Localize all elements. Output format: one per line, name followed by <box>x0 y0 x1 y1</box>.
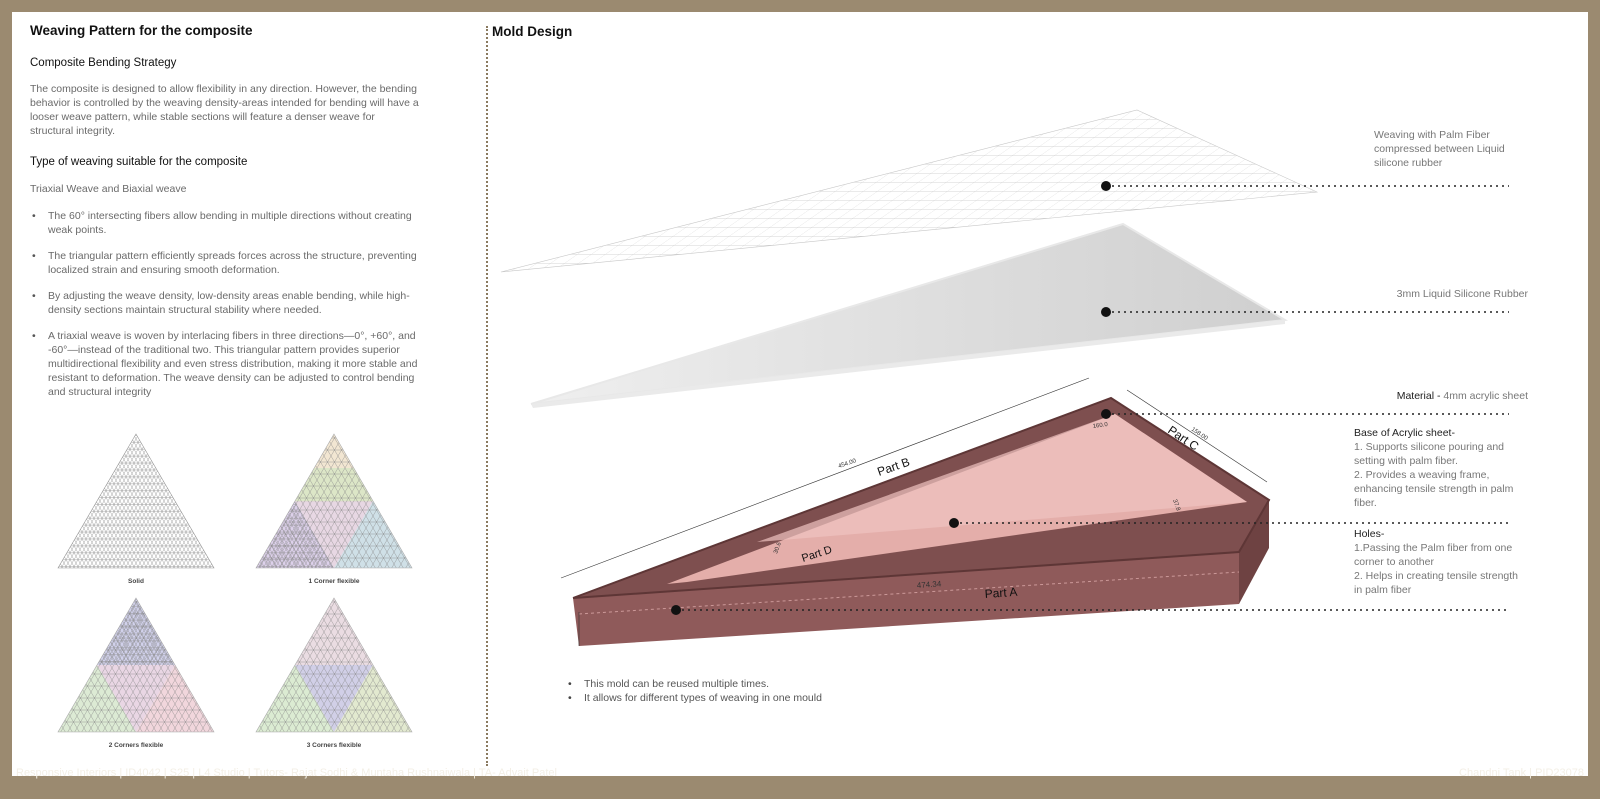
base-item: 1. Supports silicone pouring and setting… <box>1354 441 1505 467</box>
holes-item: 1.Passing the Palm fiber from one corner… <box>1354 542 1513 568</box>
mold-exploded-diagram: Part B Part C Part D Part A 454.00 158.0… <box>500 109 1509 646</box>
footer-author: Chandni Tank | PID23078 <box>1459 767 1584 779</box>
triangle-solid-graphic <box>57 433 215 569</box>
poster-sheet: Weaving Pattern for the composite Compos… <box>12 12 1588 776</box>
base-item: 2. Provides a weaving frame, enhancing t… <box>1354 469 1514 509</box>
dotted-divider <box>486 26 488 766</box>
part-a-label: Part A <box>984 585 1018 601</box>
annotation-material: Material - 4mm acrylic sheet <box>1358 389 1528 403</box>
bullet-list: The 60° intersecting fibers allow bendin… <box>30 209 430 411</box>
pattern-1-corner: 1 Corner flexible <box>254 432 414 585</box>
mold-note: It allows for different types of weaving… <box>564 691 822 705</box>
pattern-3-corners: 3 Corners flexible <box>254 596 414 749</box>
triangle-1-corner-graphic <box>255 433 413 569</box>
mold-design-title: Mold Design <box>492 24 573 39</box>
bullet-item: By adjusting the weave density, low-dens… <box>30 289 430 317</box>
leader-lines <box>671 181 1509 615</box>
pattern-2-corners: 2 Corners flexible <box>56 596 216 749</box>
bullet-item: The 60° intersecting fibers allow bendin… <box>30 209 430 237</box>
type-subtitle: Triaxial Weave and Biaxial weave <box>30 183 187 195</box>
weave-layer <box>500 109 1319 273</box>
material-value: 4mm acrylic sheet <box>1443 390 1528 402</box>
holes-item: 2. Helps in creating tensile strength in… <box>1354 570 1519 596</box>
pattern-caption: 3 Corners flexible <box>306 742 362 749</box>
dim-d3: 160.0 <box>1092 422 1108 430</box>
holes-heading: Holes- <box>1354 528 1385 540</box>
mold-note: This mold can be reused multiple times. <box>564 677 822 691</box>
dim-d1: 30.6 <box>773 541 783 555</box>
dim-b: 454.00 <box>838 458 858 470</box>
dim-a: 474.34 <box>917 579 943 590</box>
pattern-caption: 1 Corner flexible <box>308 578 360 585</box>
mold-notes: This mold can be reused multiple times. … <box>564 677 822 705</box>
annotation-holes: Holes- 1.Passing the Palm fiber from one… <box>1354 527 1529 597</box>
type-heading: Type of weaving suitable for the composi… <box>30 156 248 168</box>
bending-heading: Composite Bending Strategy <box>30 57 177 69</box>
pattern-caption: Solid <box>128 578 144 585</box>
bending-text: The composite is designed to allow flexi… <box>30 83 419 137</box>
pattern-solid: Solid <box>56 432 216 585</box>
bullet-item: A triaxial weave is woven by interlacing… <box>30 329 430 399</box>
acrylic-mold <box>560 377 1271 646</box>
dim-d2: 37.8 <box>1171 499 1181 513</box>
material-label: Material - <box>1396 390 1441 402</box>
annotation-silicone: 3mm Liquid Silicone Rubber <box>1396 288 1528 300</box>
left-title: Weaving Pattern for the composite <box>30 23 253 38</box>
annotation-weaving: Weaving with Palm Fiber compressed betwe… <box>1374 129 1505 169</box>
base-heading: Base of Acrylic sheet- <box>1354 427 1455 439</box>
triangle-2-corners-graphic <box>57 597 215 733</box>
pattern-caption: 2 Corners flexible <box>108 742 164 749</box>
annotation-base: Base of Acrylic sheet- 1. Supports silic… <box>1354 426 1529 510</box>
triangle-3-corners-graphic <box>255 597 413 733</box>
bullet-item: The triangular pattern efficiently sprea… <box>30 249 430 277</box>
footer-credits: Responsive Interiors | ID4042 | S25 | L4… <box>16 767 557 779</box>
